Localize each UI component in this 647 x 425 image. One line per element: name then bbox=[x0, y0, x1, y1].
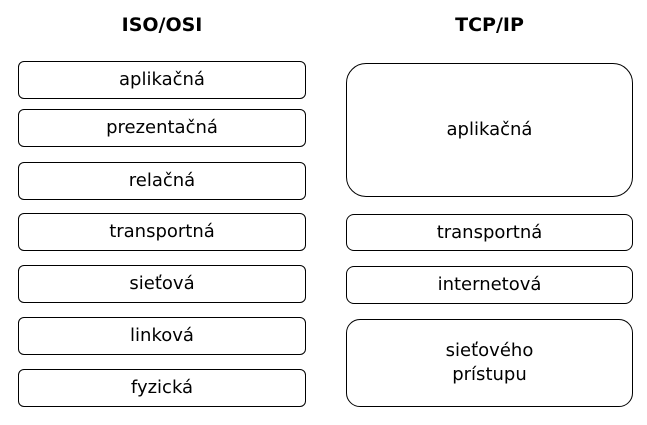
tcp-layer-network-access: sieťového prístupu bbox=[346, 319, 633, 407]
iso-layer-application: aplikačná bbox=[18, 61, 306, 99]
iso-layer-presentation: prezentačná bbox=[18, 109, 306, 147]
iso-layer-physical: fyzická bbox=[18, 369, 306, 407]
iso-osi-heading: ISO/OSI bbox=[121, 14, 203, 36]
tcp-layer-internet: internetová bbox=[346, 266, 633, 304]
tcp-layer-application: aplikačná bbox=[346, 63, 633, 197]
tcp-ip-heading: TCP/IP bbox=[455, 14, 524, 36]
iso-layer-session: relačná bbox=[18, 162, 306, 200]
iso-layer-network: sieťová bbox=[18, 265, 306, 303]
iso-layer-transport: transportná bbox=[18, 213, 306, 251]
tcp-layer-transport: transportná bbox=[346, 214, 633, 251]
iso-layer-data-link: linková bbox=[18, 317, 306, 355]
